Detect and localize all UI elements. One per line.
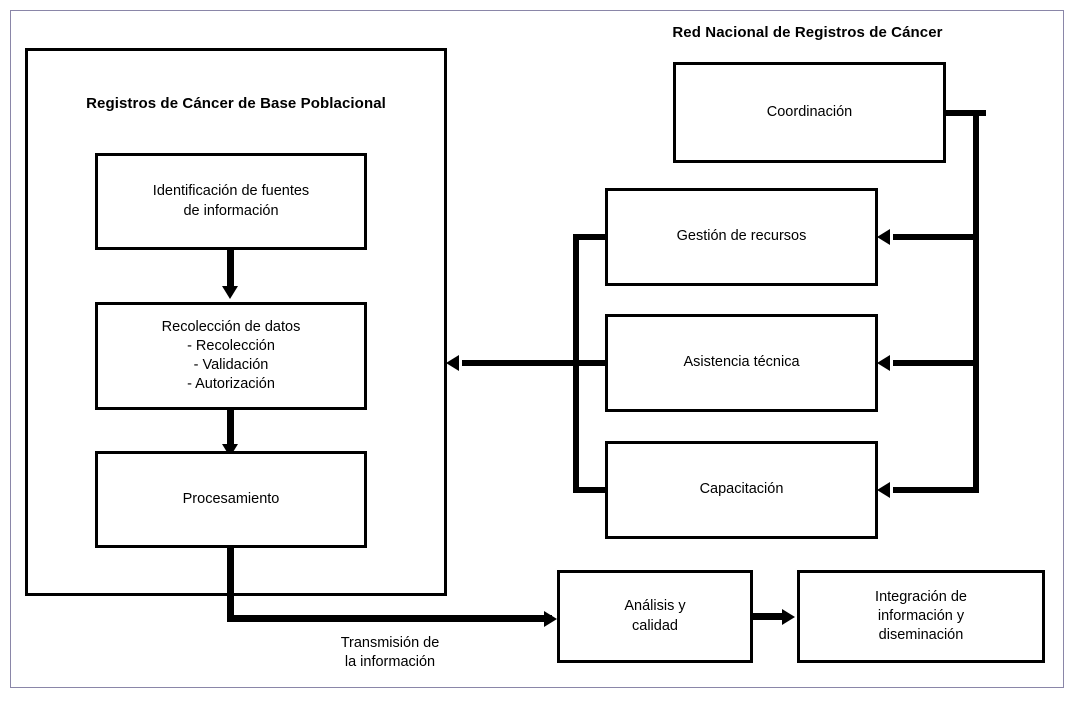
node-label: Coordinación: [766, 103, 853, 120]
edge-recoleccion-to-procesamiento: [227, 410, 234, 448]
arrowhead-down-recoleccion: [222, 286, 238, 299]
node-label: Capacitación: [699, 481, 784, 498]
group-title-registros-base-poblacional: Registros de Cáncer de Base Poblacional: [86, 95, 386, 112]
page-border: [10, 10, 1064, 688]
node-capacitacion[interactable]: Capacitación: [605, 441, 878, 539]
edge-capacitacion-collector-stub: [573, 487, 608, 493]
node-label: Procesamiento: [182, 490, 280, 507]
edge-label-transmision: Transmisión de la información: [340, 635, 440, 671]
edge-transmision-horizontal: [227, 615, 552, 622]
edge-gestion-collector-stub: [573, 234, 608, 240]
edge-collector-to-recoleccion: [462, 360, 577, 366]
edge-analisis-to-integracion: [753, 613, 785, 620]
edge-bus-to-asistencia: [893, 360, 979, 366]
edge-coordinacion-bus-vertical: [973, 110, 979, 493]
node-analisis-y-calidad[interactable]: Análisis y calidad: [557, 570, 753, 663]
node-label: Recolección de datos - Recolección - Val…: [161, 318, 301, 393]
node-integracion-informacion-diseminacion[interactable]: Integración de información y diseminació…: [797, 570, 1045, 663]
node-recoleccion-de-datos[interactable]: Recolección de datos - Recolección - Val…: [95, 302, 367, 410]
node-label: Asistencia técnica: [683, 354, 800, 371]
node-gestion-de-recursos[interactable]: Gestión de recursos: [605, 188, 878, 286]
arrowhead-right-integracion: [782, 609, 795, 625]
edge-asistencia-collector-stub: [573, 360, 608, 366]
edge-coordinacion-stub: [943, 110, 986, 116]
group-title-red-nacional: Red Nacional de Registros de Cáncer: [672, 24, 943, 41]
node-label: Análisis y calidad: [624, 598, 686, 634]
node-coordinacion[interactable]: Coordinación: [673, 62, 946, 163]
edge-identificacion-to-recoleccion: [227, 250, 234, 290]
node-identificacion-de-fuentes[interactable]: Identificación de fuentes de información: [95, 153, 367, 250]
edge-bus-to-capacitacion: [893, 487, 979, 493]
arrowhead-left-asistencia: [877, 355, 890, 371]
node-asistencia-tecnica[interactable]: Asistencia técnica: [605, 314, 878, 412]
arrowhead-left-capacitacion: [877, 482, 890, 498]
arrowhead-right-analisis: [544, 611, 557, 627]
group-box-registros-base-poblacional: [25, 48, 447, 596]
edge-procesamiento-down: [227, 548, 234, 622]
arrowhead-left-gestion: [877, 229, 890, 245]
node-label: Integración de información y diseminació…: [875, 588, 967, 644]
node-label: Gestión de recursos: [676, 228, 807, 245]
node-label: Identificación de fuentes de información: [152, 183, 310, 219]
node-procesamiento[interactable]: Procesamiento: [95, 451, 367, 548]
arrowhead-left-recoleccion-feedback: [446, 355, 459, 371]
edge-bus-to-gestion: [893, 234, 979, 240]
